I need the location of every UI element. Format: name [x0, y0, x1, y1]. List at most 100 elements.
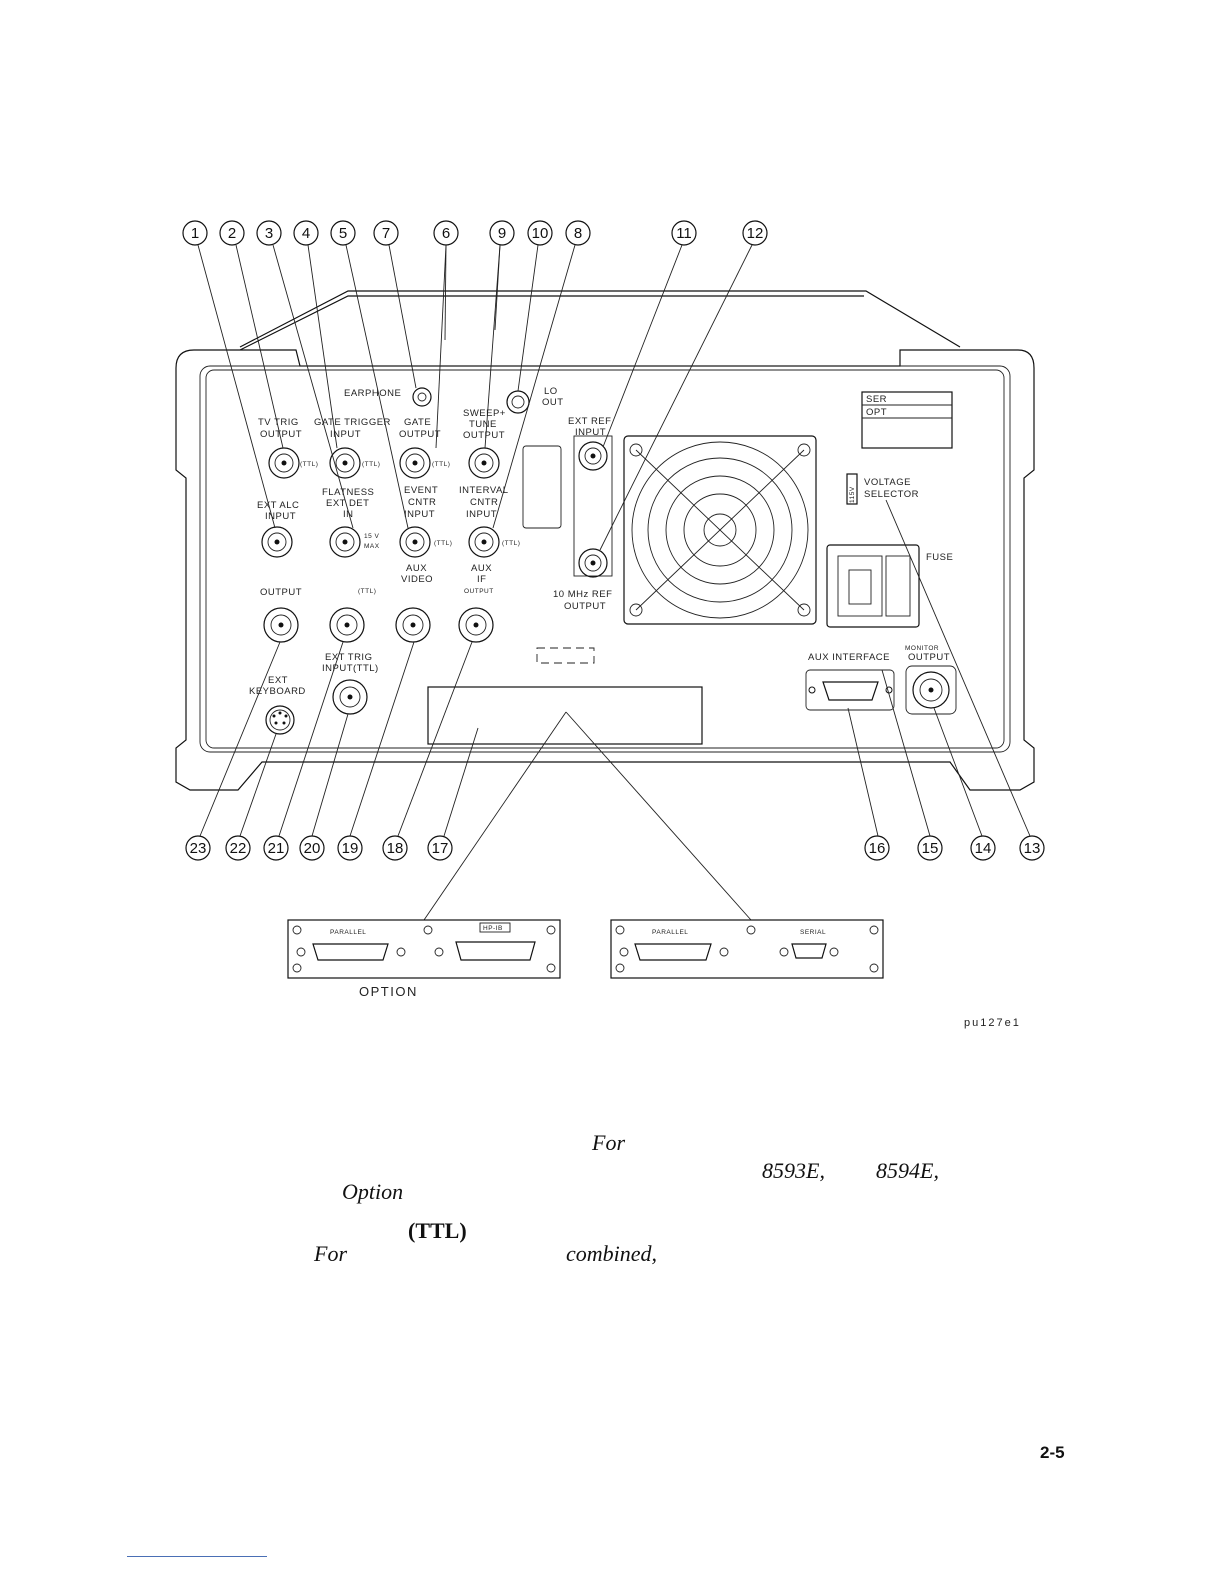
svg-text:FUSE: FUSE	[926, 552, 953, 563]
svg-text:21: 21	[268, 840, 285, 857]
svg-text:2: 2	[228, 225, 236, 242]
svg-text:IF: IF	[477, 574, 486, 585]
ext-alc-input-connector	[261, 526, 293, 558]
footer-rule	[127, 1556, 267, 1557]
text-model-a: 8593E,	[762, 1158, 825, 1183]
fan	[623, 435, 817, 625]
svg-text:7: 7	[382, 225, 390, 242]
svg-text:FLATNESS: FLATNESS	[322, 487, 374, 498]
svg-text:(TTL): (TTL)	[434, 540, 452, 547]
svg-text:4: 4	[302, 225, 310, 242]
output-connector	[263, 607, 299, 643]
panel-features	[427, 391, 953, 745]
svg-text:(TTL): (TTL)	[502, 540, 520, 547]
svg-text:OUT: OUT	[542, 397, 564, 408]
svg-text:9: 9	[498, 225, 506, 242]
svg-text:EXT: EXT	[268, 675, 288, 686]
ext-keyboard-connector	[265, 705, 295, 735]
callout-8: 8	[565, 220, 591, 246]
svg-text:10 MHz REF: 10 MHz REF	[553, 589, 612, 600]
svg-text:19: 19	[342, 840, 359, 857]
text-for-2: For	[314, 1241, 347, 1266]
svg-text:12: 12	[747, 225, 764, 242]
svg-text:20: 20	[304, 840, 321, 857]
callout-7: 7	[373, 220, 399, 246]
svg-text:GATE TRIGGER: GATE TRIGGER	[314, 417, 391, 428]
svg-text:8: 8	[574, 225, 582, 242]
svg-text:OUTPUT: OUTPUT	[564, 601, 606, 612]
sweep-tune-output-connector	[468, 447, 500, 479]
aux-interface-connector	[805, 669, 895, 711]
callout-11: 11	[671, 220, 697, 246]
svg-text:OPT: OPT	[866, 407, 887, 418]
aux-if-output-connector	[458, 607, 494, 643]
svg-text:KEYBOARD: KEYBOARD	[249, 686, 306, 697]
earphone-jack	[412, 387, 432, 407]
svg-text:OUTPUT: OUTPUT	[260, 429, 302, 440]
aux-video-connector	[395, 607, 431, 643]
callout-5: 5	[330, 220, 356, 246]
ext-ref-input-connector	[578, 441, 608, 471]
svg-text:INPUT(TTL): INPUT(TTL)	[322, 663, 379, 674]
gate-trigger-input-connector	[329, 447, 361, 479]
svg-text:TV TRIG: TV TRIG	[258, 417, 299, 428]
option-caption: OPTION	[359, 984, 418, 999]
callout-20: 20	[299, 835, 325, 861]
interval-cntr-input-connector	[468, 526, 500, 558]
svg-text:OUTPUT: OUTPUT	[399, 429, 441, 440]
svg-text:1: 1	[191, 225, 199, 242]
callout-1: 1	[182, 220, 208, 246]
callout-2: 2	[219, 220, 245, 246]
ttl-connector	[329, 607, 365, 643]
svg-text:MONITOR: MONITOR	[905, 645, 939, 652]
svg-text:EVENT: EVENT	[404, 485, 438, 496]
svg-text:EARPHONE: EARPHONE	[344, 388, 401, 399]
event-cntr-input-connector	[399, 526, 431, 558]
svg-text:14: 14	[975, 840, 992, 857]
svg-text:10: 10	[532, 225, 549, 242]
text-ttl: (TTL)	[408, 1218, 467, 1243]
svg-text:15: 15	[922, 840, 939, 857]
text-for-1: For	[592, 1130, 625, 1155]
svg-text:EXT TRIG: EXT TRIG	[325, 652, 372, 663]
callout-17: 17	[427, 835, 453, 861]
svg-text:11: 11	[676, 225, 692, 242]
svg-text:INPUT: INPUT	[265, 511, 296, 522]
callout-15: 15	[917, 835, 943, 861]
svg-text:5: 5	[339, 225, 347, 242]
svg-text:22: 22	[230, 840, 247, 857]
callout-9: 9	[489, 220, 515, 246]
svg-text:MAX: MAX	[364, 543, 380, 550]
svg-text:18: 18	[387, 840, 404, 857]
gate-output-connector	[399, 447, 431, 479]
connectors	[261, 387, 957, 735]
svg-text:SWEEP+: SWEEP+	[463, 408, 506, 419]
option-card-right: PARALLEL SERIAL	[610, 919, 884, 979]
svg-text:AUX: AUX	[406, 563, 427, 574]
svg-text:6: 6	[442, 225, 450, 242]
callout-16: 16	[864, 835, 890, 861]
svg-text:OUTPUT: OUTPUT	[463, 430, 505, 441]
callout-12: 12	[742, 220, 768, 246]
callout-19: 19	[337, 835, 363, 861]
callout-10: 10	[527, 220, 553, 246]
lo-out-connector	[506, 390, 530, 414]
svg-text:115V: 115V	[849, 486, 856, 503]
svg-text:SERIAL: SERIAL	[800, 929, 826, 936]
svg-text:PARALLEL: PARALLEL	[330, 929, 366, 936]
svg-text:LO: LO	[544, 386, 558, 397]
callout-18: 18	[382, 835, 408, 861]
svg-text:17: 17	[432, 840, 449, 857]
svg-text:AUX: AUX	[471, 563, 492, 574]
callout-23: 23	[185, 835, 211, 861]
ext-trig-input-connector	[332, 679, 368, 715]
panel-labels: EARPHONE LO OUT TV TRIG OUTPUT GATE TRIG…	[249, 386, 953, 697]
page-number: 2-5	[1040, 1443, 1065, 1462]
tv-trig-output-connector	[268, 447, 300, 479]
svg-text:CNTR: CNTR	[408, 497, 436, 508]
callout-21: 21	[263, 835, 289, 861]
callout-3: 3	[256, 220, 282, 246]
svg-text:PARALLEL: PARALLEL	[652, 929, 688, 936]
svg-text:GATE: GATE	[404, 417, 431, 428]
